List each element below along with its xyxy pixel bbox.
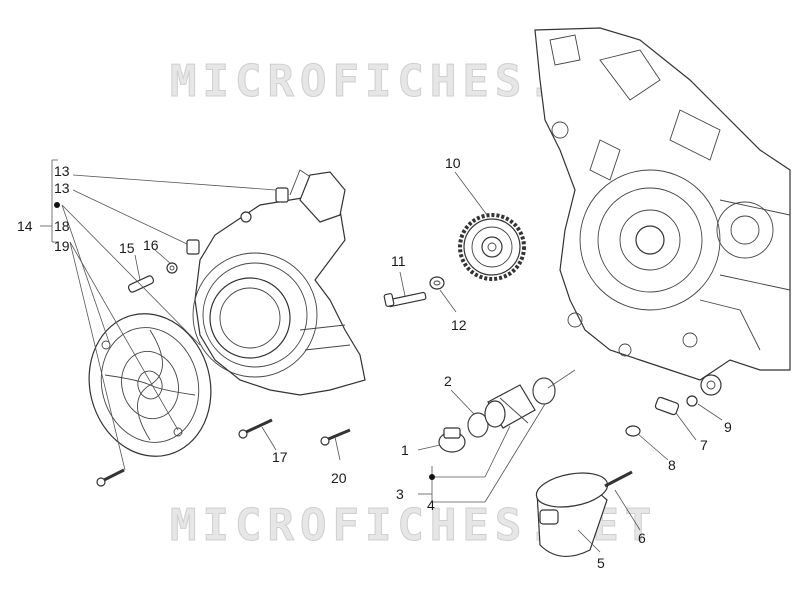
flywheel-housing [192,169,366,396]
washer-9 [686,395,698,407]
label-13-upper: 13 [54,163,70,179]
label-19: 19 [54,238,70,254]
dot-marker-3 [429,474,435,480]
oring-2 [467,412,489,438]
label-1: 1 [401,442,409,458]
label-7: 7 [700,437,708,453]
screw-15 [127,275,155,293]
screw-17 [238,418,273,439]
screw-20 [320,428,351,446]
bolt-11 [383,291,427,308]
label-12: 12 [451,317,467,333]
label-14: 14 [17,218,33,234]
label-8: 8 [668,457,676,473]
label-4: 4 [427,497,435,513]
label-20: 20 [331,470,347,486]
screw-cover [96,468,125,487]
bolt-13-upper [275,187,289,203]
sprocket-10 [458,213,526,281]
label-9: 9 [724,419,732,435]
washer-12 [429,276,445,290]
dot-marker-18 [54,202,60,208]
oring-4 [532,377,556,405]
label-13-lower: 13 [54,180,70,196]
sensor-7 [654,396,680,416]
label-11: 11 [391,253,406,269]
leader-lines [40,159,723,553]
label-16: 16 [143,237,159,253]
oil-filter-5 [535,472,609,557]
label-5: 5 [597,555,605,571]
stud-6 [604,470,633,488]
washer-8 [625,425,641,437]
label-17: 17 [272,449,288,465]
plug-1 [438,427,466,453]
label-2: 2 [444,373,452,389]
crankcase [534,27,791,396]
washer-16 [166,262,178,274]
fan-cover [88,313,212,457]
label-18: 18 [54,218,70,234]
label-15: 15 [119,240,135,256]
bolt-13-lower [186,239,200,255]
label-6: 6 [638,530,646,546]
label-10: 10 [445,155,461,171]
strainer-3 [484,384,536,429]
label-3: 3 [396,486,404,502]
